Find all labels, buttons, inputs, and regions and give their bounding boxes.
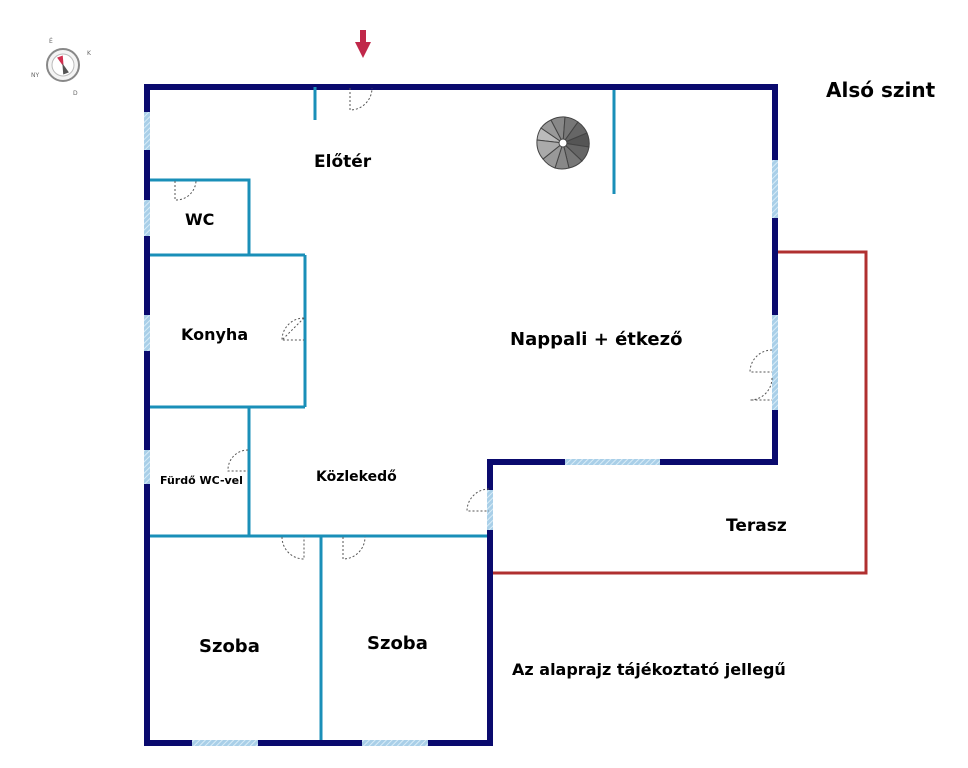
room-label-kozlekedo: Közlekedő bbox=[316, 469, 397, 485]
room-label-nappali: Nappali + étkező bbox=[510, 329, 682, 350]
disclaimer-note: Az alaprajz tájékoztató jellegű bbox=[512, 660, 786, 679]
door-swings bbox=[174, 87, 773, 560]
inner-walls bbox=[150, 87, 616, 740]
room-label-szoba-1: Szoba bbox=[199, 636, 260, 657]
room-label-wc: WC bbox=[185, 210, 214, 229]
page-title: Alsó szint bbox=[826, 78, 936, 102]
compass-letter: D bbox=[73, 90, 78, 97]
terrace-outline bbox=[492, 250, 868, 575]
compass-icon: É K D NY bbox=[31, 37, 92, 97]
entrance-arrow-icon bbox=[355, 30, 371, 58]
room-label-szoba-2: Szoba bbox=[367, 633, 428, 654]
room-label-furdo: Fürdő WC-vel bbox=[160, 474, 243, 487]
spiral-staircase-icon bbox=[536, 116, 590, 170]
compass-letter: K bbox=[87, 50, 92, 57]
windows bbox=[144, 112, 778, 746]
compass-letter: É bbox=[49, 37, 53, 45]
room-label-eloter: Előtér bbox=[314, 152, 372, 172]
room-label-konyha: Konyha bbox=[181, 325, 248, 344]
room-label-terasz: Terasz bbox=[726, 516, 787, 536]
compass-letter: NY bbox=[31, 72, 39, 79]
outer-walls bbox=[144, 84, 778, 746]
